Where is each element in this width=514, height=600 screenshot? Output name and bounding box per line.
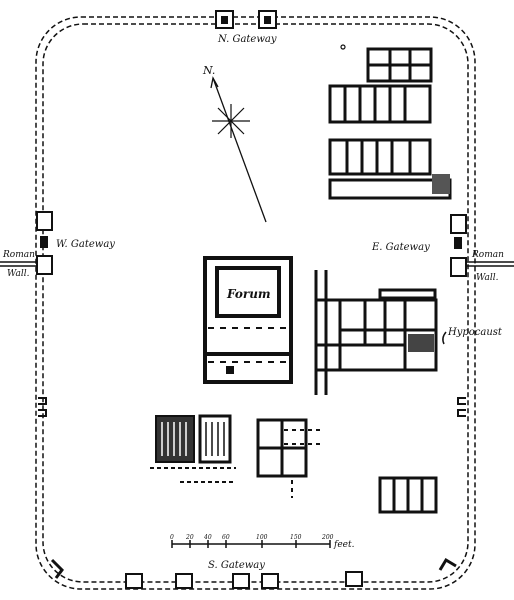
scale-bar xyxy=(171,540,331,548)
south-central-columns xyxy=(284,429,320,498)
scale-tick-label: 200 xyxy=(321,534,334,541)
north-arrow-label: N. xyxy=(202,64,215,77)
hypocaust-area xyxy=(408,334,434,352)
south-gateway xyxy=(125,571,363,589)
town-wall xyxy=(35,16,476,590)
roman-wall-west-label-2: Wall. xyxy=(7,269,30,279)
scale-tick-label: 20 xyxy=(185,534,194,541)
roman-wall-east xyxy=(466,261,514,267)
north-gateway-label: N. Gateway xyxy=(217,34,277,45)
north-gateway xyxy=(215,10,277,29)
forum-label: Forum xyxy=(226,287,271,301)
south-central-building xyxy=(256,418,308,478)
east-central-buildings xyxy=(314,270,438,395)
forum xyxy=(203,256,293,384)
northeast-buildings xyxy=(328,47,452,200)
forum-cell xyxy=(226,366,234,374)
southeast-building xyxy=(378,476,438,514)
roman-wall-east-label-1: Roman xyxy=(471,250,504,260)
scale-tick-label: 60 xyxy=(222,534,230,541)
hypocaust-pointer xyxy=(442,331,447,345)
southwest-buildings xyxy=(150,414,236,483)
roman-wall-west xyxy=(0,261,38,267)
corner-towers xyxy=(50,557,457,579)
scale-tick-label: 100 xyxy=(256,534,268,541)
west-gateway-label: W. Gateway xyxy=(56,239,115,250)
hypocaust-label: Hypocaust xyxy=(447,327,503,338)
south-gateway-label: S. Gateway xyxy=(208,560,265,571)
east-gateway xyxy=(450,214,467,277)
roman-wall-west-label-1: Roman xyxy=(2,250,35,260)
scale-tick-label: 40 xyxy=(203,534,212,541)
west-gateway xyxy=(36,211,53,275)
roman-wall-east-label-2: Wall. xyxy=(476,273,499,283)
scale-unit-label: feet. xyxy=(333,540,355,550)
well-marker xyxy=(340,44,346,50)
scale-tick-labels: 0 20 40 60 100 150 200 xyxy=(170,534,334,541)
forum-interior-columns xyxy=(208,327,290,363)
scale-tick-label: 0 xyxy=(170,534,174,541)
northeast-hatch xyxy=(432,174,450,194)
scale-tick-label: 150 xyxy=(290,534,302,541)
compass-star-icon xyxy=(212,104,250,138)
east-gateway-label: E. Gateway xyxy=(371,242,430,253)
north-arrow xyxy=(210,76,267,223)
wall-towers xyxy=(38,397,466,417)
